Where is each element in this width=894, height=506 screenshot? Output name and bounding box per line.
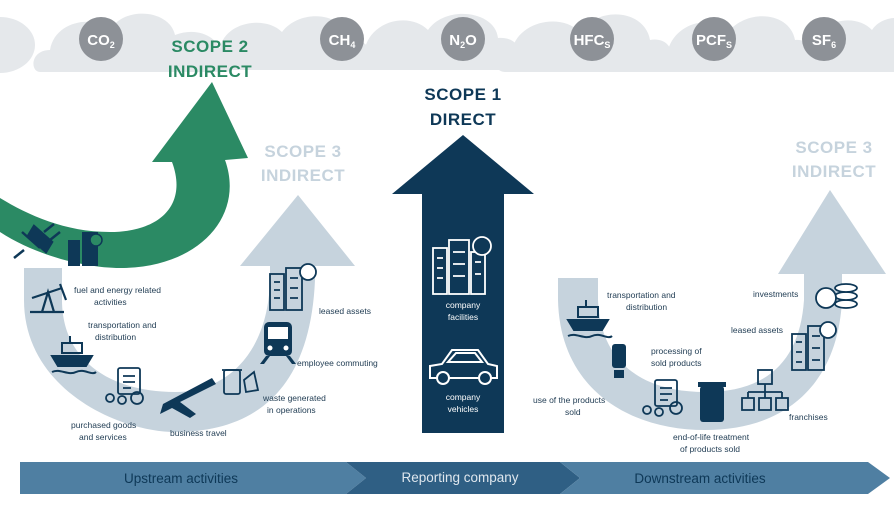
scope2-label: purchased electricity, steam, heating an… (30, 171, 150, 193)
svg-text:CH4: CH4 (329, 32, 356, 50)
downstream-franchises-label: franchises (789, 412, 828, 422)
downstream-transport-label: transportation and distribution (607, 290, 676, 312)
svg-text:SCOPE 3: SCOPE 3 (264, 142, 341, 161)
svg-text:INDIRECT: INDIRECT (792, 162, 876, 181)
ship-icon-upstream (50, 336, 97, 375)
upstream-commuting-label: employee commuting (297, 358, 378, 368)
svg-text:end-of-life treatment: end-of-life treatment (673, 432, 750, 442)
gas-pcfs: PCFS (692, 17, 736, 61)
upstream-waste-label: waste generated in operations (262, 393, 326, 415)
svg-text:SCOPE 1: SCOPE 1 (424, 85, 501, 104)
upstream-travel-label: business travel (170, 428, 227, 438)
svg-text:purchased electricity, steam,: purchased electricity, steam, (30, 171, 137, 181)
svg-text:heating and cooling for own us: heating and cooling for own use (30, 183, 150, 193)
downstream-leased-label: leased assets (731, 325, 783, 335)
gas-co2: CO2 (79, 17, 123, 61)
scope1-title: SCOPE 1 DIRECT (424, 85, 501, 129)
scope3-upstream-title: SCOPE 3 INDIRECT (261, 142, 345, 185)
building-icon (68, 232, 103, 266)
svg-text:leased assets: leased assets (319, 306, 371, 316)
svg-text:franchises: franchises (789, 412, 828, 422)
svg-text:INDIRECT: INDIRECT (261, 166, 345, 185)
scope2-arrow (0, 82, 248, 268)
downstream-eol-label: end-of-life treatment of products sold (673, 432, 750, 454)
pumpjack-icon (30, 283, 68, 314)
svg-text:waste generated: waste generated (262, 393, 326, 403)
gas-sf6: SF6 (802, 17, 846, 61)
bin-icon (698, 382, 726, 422)
use-icon (642, 379, 683, 417)
svg-text:CO2: CO2 (87, 32, 115, 50)
downstream-use-label: use of the products sold (533, 395, 605, 417)
upstream-fuel-label: fuel and energy related activities (74, 285, 161, 307)
svg-text:SCOPE 2: SCOPE 2 (171, 37, 248, 56)
svg-text:in operations: in operations (267, 405, 316, 415)
svg-text:sold products: sold products (651, 358, 702, 368)
downstream-investments-label: investments (753, 289, 798, 299)
svg-text:sold: sold (565, 407, 581, 417)
svg-text:company: company (446, 300, 481, 310)
gas-ch4: CH4 (320, 17, 364, 61)
svg-text:processing of: processing of (651, 346, 702, 356)
leased-building-icon-downstream (791, 321, 837, 371)
scope1-facilities-label: company facilities (446, 300, 481, 322)
gas-n2o: N2O (441, 17, 485, 61)
franchises-icon (741, 369, 789, 411)
svg-text:business travel: business travel (170, 428, 227, 438)
svg-text:and services: and services (79, 432, 127, 442)
scope1-vehicles-label: company vehicles (446, 392, 481, 414)
svg-text:N2O: N2O (449, 32, 477, 50)
svg-text:SF6: SF6 (812, 32, 836, 50)
svg-text:INDIRECT: INDIRECT (168, 62, 252, 81)
leased-building-icon-upstream (269, 263, 317, 311)
svg-text:distribution: distribution (95, 332, 136, 342)
band-upstream: Upstream activities (124, 471, 238, 486)
airplane-icon (160, 378, 216, 418)
svg-text:distribution: distribution (626, 302, 667, 312)
ship-icon-downstream (566, 300, 613, 339)
goods-icon (105, 367, 144, 405)
scope3-upstream-arrow (24, 195, 355, 432)
coins-icon (815, 283, 858, 309)
svg-text:investments: investments (753, 289, 798, 299)
svg-text:purchased goods: purchased goods (71, 420, 136, 430)
svg-text:company: company (446, 392, 481, 402)
svg-text:transportation and: transportation and (88, 320, 157, 330)
svg-text:transportation and: transportation and (607, 290, 676, 300)
svg-text:facilities: facilities (448, 312, 478, 322)
svg-text:activities: activities (94, 297, 127, 307)
svg-text:leased assets: leased assets (731, 325, 783, 335)
svg-text:SCOPE 3: SCOPE 3 (795, 138, 872, 157)
svg-text:vehicles: vehicles (448, 404, 479, 414)
gas-hfcs: HFCS (570, 17, 614, 61)
car-icon (429, 349, 498, 385)
band-downstream: Downstream activities (634, 471, 766, 486)
svg-text:of products sold: of products sold (680, 444, 740, 454)
plug-icon (13, 223, 61, 259)
scope3-downstream-title: SCOPE 3 INDIRECT (792, 138, 876, 181)
upstream-transport-label: transportation and distribution (88, 320, 157, 342)
upstream-leased-label: leased assets (319, 306, 371, 316)
facilities-icon (432, 236, 492, 295)
svg-text:DIRECT: DIRECT (430, 110, 496, 129)
svg-text:HFCS: HFCS (574, 32, 611, 50)
scope1-arrow (392, 135, 534, 433)
upstream-goods-label: purchased goods and services (71, 420, 136, 442)
activity-band: Upstream activities Reporting company Do… (20, 462, 890, 494)
lightbulb-icon (612, 344, 626, 378)
svg-text:PCFS: PCFS (696, 32, 732, 50)
svg-text:use of the products: use of the products (533, 395, 605, 405)
train-icon (260, 322, 296, 364)
band-reporting: Reporting company (401, 470, 518, 485)
svg-text:employee commuting: employee commuting (297, 358, 378, 368)
downstream-processing-label: processing of sold products (651, 346, 702, 368)
scope2-title: SCOPE 2 INDIRECT (168, 37, 252, 81)
waste-icon (222, 369, 260, 395)
svg-text:fuel and energy related: fuel and energy related (74, 285, 161, 295)
